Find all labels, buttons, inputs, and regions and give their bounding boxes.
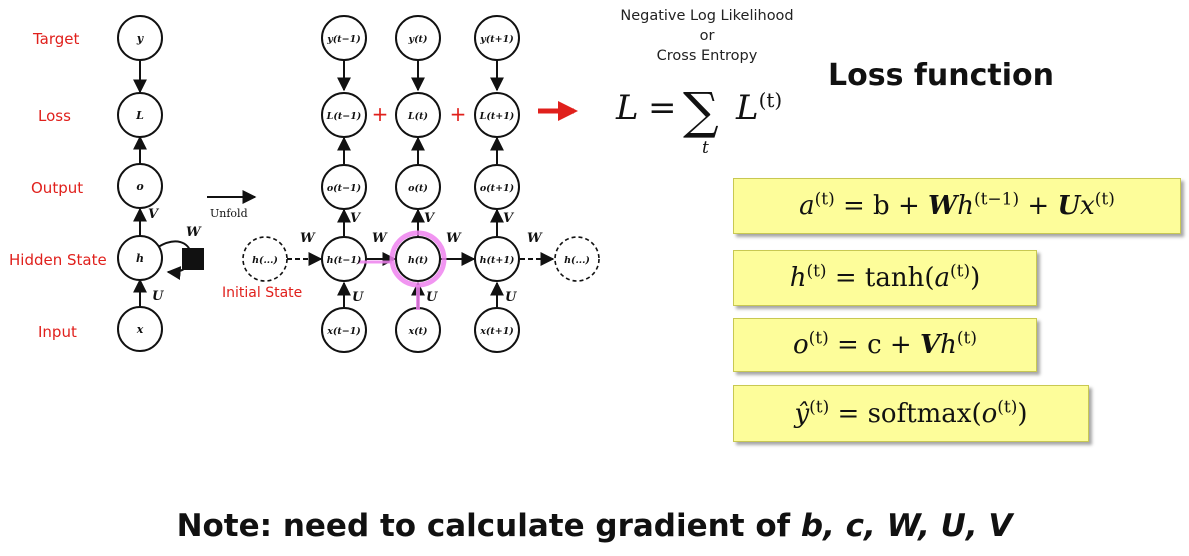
node-o-t [395,164,441,210]
node-h-next [554,236,600,282]
unf-V-2: V [424,211,436,226]
eq-yhat-content: ŷ(t) = softmax(o(t)) [794,397,1028,429]
node-L [117,92,163,138]
node-y-t [395,15,441,61]
folded-graph: y L o h x V U W [117,15,204,352]
node-L-t-plus-1 [474,92,520,138]
node-L-t [395,92,441,138]
row-label-target: Target [33,30,80,48]
loss-formula-equals: = [648,88,677,128]
loss-note-line3: Cross Entropy [656,48,758,64]
node-x-t-minus-1 [321,307,367,353]
row-label-loss: Loss [38,107,71,125]
node-L-label: L [135,109,144,122]
node-h-t [395,236,441,282]
node-o-label: o [136,180,143,193]
equation-box-a: a(t) = b + Wh(t−1) + Ux(t) [733,178,1181,234]
unf-W-4: W [527,231,543,246]
unf-V-3: V [503,211,515,226]
label-y-t: y(t) [408,34,428,45]
node-h-label: h [136,252,144,265]
unf-U-3: U [505,290,517,305]
row-label-output: Output [31,179,84,197]
unfold-label: Unfold [210,207,248,220]
label-o-t-plus-1: o(t+1) [480,183,514,194]
loss-formula-term: L(t) [736,88,782,128]
sum-symbol: ∑ [683,82,719,140]
loss-formula-term-L: L [736,88,759,128]
eq-o-content: o(t) = c + Vh(t) [792,328,977,360]
weight-V-label: V [148,207,160,222]
label-x-t: x(t) [407,326,427,337]
node-o-t-minus-1 [321,164,367,210]
plus-sign-1: + [372,102,389,126]
label-h-t-minus-1: h(t−1) [327,255,362,266]
equation-box-h: h(t) = tanh(a(t)) [733,250,1037,306]
label-h-t-plus-1: h(t+1) [480,255,515,266]
unf-V-1: V [350,211,362,226]
loss-function-title: Loss function [828,58,1055,93]
node-y-t-plus-1 [474,15,520,61]
node-o-t-plus-1 [474,164,520,210]
node-x [117,306,163,352]
gradient-note: Note: need to calculate gradient of b, c… [0,508,1189,544]
label-h-prev: h(...) [252,255,278,266]
label-y-t-plus-1: y(t+1) [479,34,513,45]
equation-box-o: o(t) = c + Vh(t) [733,318,1037,372]
loss-formula-lhs: L [616,88,639,128]
label-o-t-minus-1: o(t−1) [327,183,361,194]
label-o-t: o(t) [408,183,428,194]
label-L-t-minus-1: L(t−1) [326,111,362,122]
unf-U-2: U [426,290,438,305]
node-h-t-minus-1 [321,236,367,282]
unf-W-2: W [372,231,388,246]
gradient-note-vars: b, c, W, U, V [800,508,1013,544]
unfolded-graph: y(t−1) y(t) y(t+1) L(t−1) L(t) L(t+1) o(… [242,15,600,353]
weight-U-label: U [152,289,164,304]
gradient-note-prefix: Note: need to calculate gradient of [176,508,801,544]
unf-W-3: W [446,231,462,246]
plus-sign-2: + [450,102,467,126]
eq-a-content: a(t) = b + Wh(t−1) + Ux(t) [799,189,1115,221]
label-L-t-plus-1: L(t+1) [479,111,515,122]
label-L-t: L(t) [407,111,428,122]
sum-subscript: t [702,138,709,158]
unf-U-1: U [352,290,364,305]
node-L-t-minus-1 [321,92,367,138]
weight-W-label: W [186,225,202,240]
equation-box-yhat: ŷ(t) = softmax(o(t)) [733,385,1089,442]
loss-formula-term-sup: (t) [758,88,783,112]
node-y-label: y [136,32,145,45]
loss-note-line2: or [699,28,715,44]
row-label-input: Input [38,323,77,341]
node-x-label: x [136,323,144,336]
node-h-t-plus-1 [474,236,520,282]
loss-note: Negative Log Likelihood or Cross Entropy [597,5,817,67]
node-o [117,163,163,209]
label-x-t-minus-1: x(t−1) [326,326,361,337]
node-h [117,235,163,281]
label-h-next: h(...) [564,255,590,266]
row-label-hidden: Hidden State [9,251,107,269]
label-x-t-plus-1: x(t+1) [479,326,514,337]
label-h-t: h(t) [408,255,428,266]
unf-W-1: W [300,231,316,246]
node-x-t-plus-1 [474,307,520,353]
label-y-t-minus-1: y(t−1) [326,34,360,45]
node-y-t-minus-1 [321,15,367,61]
node-y [117,15,163,61]
loss-note-line1: Negative Log Likelihood [620,8,794,24]
delay-square [182,248,204,270]
initial-state-label: Initial State [222,285,303,301]
eq-h-content: h(t) = tanh(a(t)) [789,261,981,293]
